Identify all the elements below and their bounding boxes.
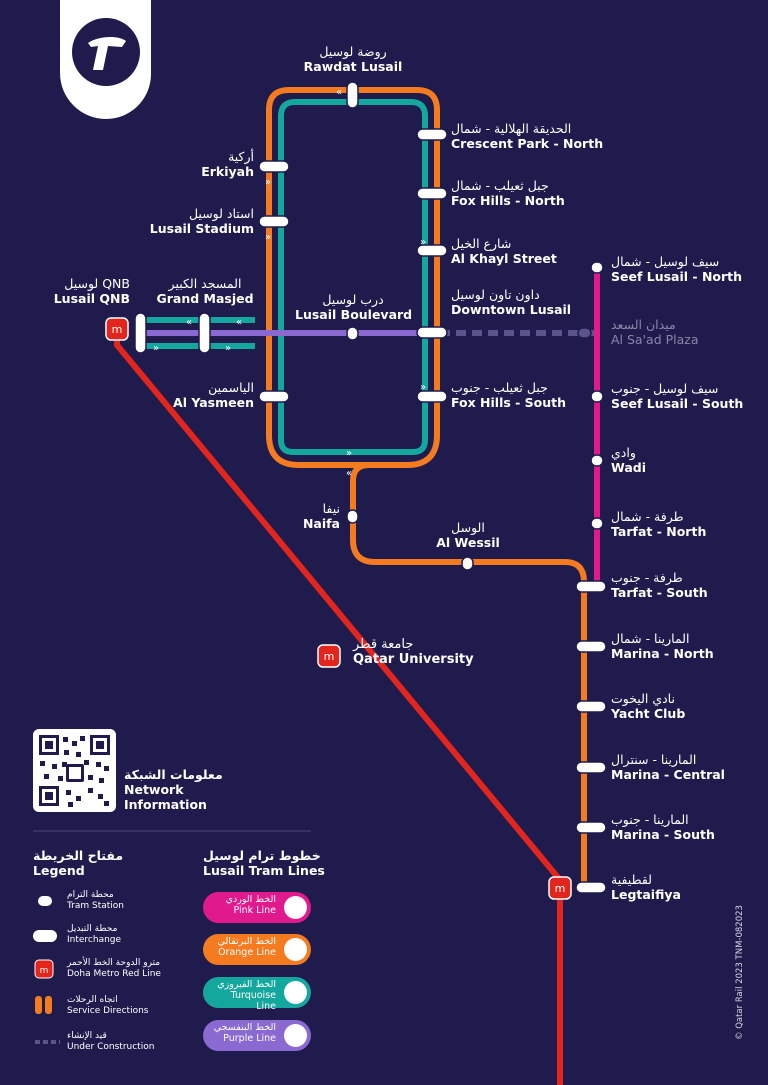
svg-text:«: «: [346, 468, 352, 479]
svg-text:m: m: [324, 650, 335, 663]
svg-text:«: «: [186, 317, 192, 328]
tram-lines-title: خطوط ترام لوسيل Lusail Tram Lines: [203, 848, 325, 878]
station-downtown-lusail: داون تاون لوسيل Downtown Lusail: [451, 287, 572, 317]
station-al-yasmeen: الياسمين Al Yasmeen: [173, 380, 254, 410]
red-line: [114, 330, 563, 1085]
svg-text:»: »: [225, 343, 231, 354]
svg-text:m: m: [555, 882, 566, 895]
station-fox-hills-north: جبل ثعيلب - شمال Fox Hills - North: [451, 178, 565, 208]
station-tarfat-south: طرفة - جنوب Tarfat - South: [611, 570, 708, 600]
svg-text:»: »: [420, 237, 426, 248]
turquoise-line: [278, 99, 428, 455]
svg-text:»: »: [265, 232, 271, 243]
svg-text:»: »: [346, 448, 352, 459]
station-legtaifiya: لقطيفية Legtaifiya: [611, 872, 681, 902]
tram-stations[interactable]: [346, 261, 604, 571]
station-seef-lusail-south: سيف لوسيل - جنوب Seef Lusail - South: [611, 381, 744, 411]
station-crescent-park-north: الحديقة الهلالية - شمال Crescent Park - …: [451, 121, 604, 151]
tram-icon: [284, 981, 307, 1004]
tram-icon: [284, 938, 307, 961]
interchanges[interactable]: [134, 81, 607, 894]
station-al-khayl-street: شارع الخيل Al Khayl Street: [451, 236, 557, 266]
station-erkiyah: أركية Erkiyah: [201, 149, 254, 179]
station-seef-lusail-north: سيف لوسيل - شمال Seef Lusail - North: [611, 254, 743, 284]
station-fox-hills-south: جبل ثعيلب - جنوب Fox Hills - South: [451, 380, 567, 410]
svg-text:»: »: [420, 382, 426, 393]
station-al-saad-plaza: ميدان السعد Al Sa'ad Plaza: [611, 317, 699, 347]
station-marina-south: المارينا - جنوب Marina - South: [611, 812, 715, 842]
metro-stations[interactable]: m m m: [105, 317, 572, 900]
network-information: معلومات الشبكة Network Information: [124, 767, 223, 812]
legend-symbols: m: [33, 896, 60, 1044]
station-lusail-boulevard: درب لوسيل Lusail Boulevard: [295, 292, 413, 322]
copyright: © Qatar Rail 2023 TNM-082023: [735, 905, 745, 1040]
station-wadi: وادي Wadi: [611, 445, 647, 475]
svg-text:»: »: [153, 343, 159, 354]
lusail-tram-logo: [60, 0, 151, 119]
svg-text:m: m: [112, 323, 123, 336]
station-marina-central: المارينا - سنترال Marina - Central: [611, 752, 725, 782]
legend-title: مفتاح الخريطة Legend: [33, 848, 124, 878]
station-tarfat-north: طرفة - شمال Tarfat - North: [611, 509, 707, 539]
station-al-wessil: الوسل Al Wessil: [436, 520, 500, 550]
station-marina-north: المارينا - شمال Marina - North: [611, 631, 714, 661]
station-naifa: نيفا Naifa: [302, 501, 340, 531]
station-rawdat-lusail: روضة لوسيل Rawdat Lusail: [303, 44, 403, 74]
svg-text:»: »: [265, 177, 271, 188]
qr-code[interactable]: [33, 729, 116, 812]
station-qatar-university: جامعة قطر Qatar University: [353, 637, 474, 668]
station-yacht-club: نادي اليخوت Yacht Club: [611, 691, 686, 721]
orange-line-west: [266, 150, 369, 468]
station-lusail-stadium: استاد لوسيل Lusail Stadium: [149, 206, 254, 236]
tram-icon: [284, 1024, 307, 1047]
svg-text:«: «: [336, 87, 342, 98]
station-grand-masjed: المسجد الكبير Grand Masjed: [156, 276, 254, 306]
svg-text:«: «: [236, 317, 242, 328]
tram-icon: [284, 896, 307, 919]
station-lusail-qnb: لوسيل QNB Lusail QNB: [53, 276, 130, 306]
svg-text:m: m: [40, 966, 49, 976]
orange-line: [266, 87, 587, 888]
